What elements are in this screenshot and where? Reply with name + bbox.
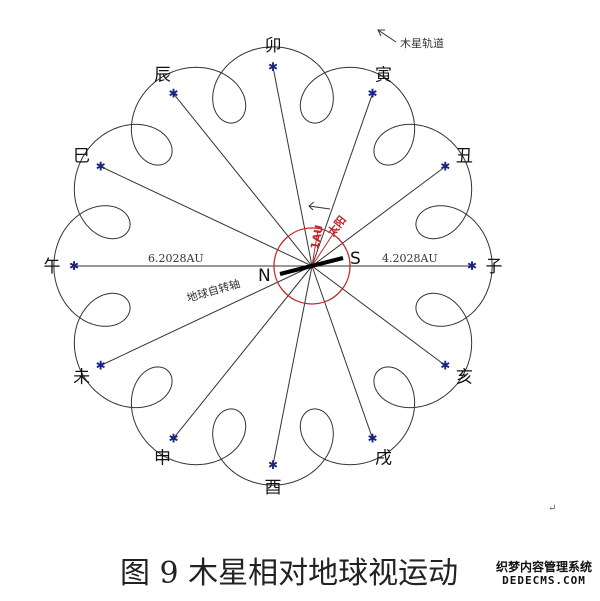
jupiter-position-star-icon: ✱ (367, 87, 377, 101)
earth-orbit-circle (273, 227, 351, 305)
branch-label: 亥 (456, 368, 473, 388)
watermark: 织梦内容管理系统 DEDECMS.COM (496, 560, 592, 588)
jupiter-position-star-icon: ✱ (168, 431, 178, 445)
branch-label: 寅 (375, 66, 392, 86)
orbit-direction-arrow (377, 29, 397, 43)
south-label: S (350, 249, 361, 269)
sightline-2 (311, 93, 373, 267)
sightline-7 (100, 265, 313, 366)
north-label: N (258, 266, 271, 286)
watermark-line2: DEDECMS.COM (502, 574, 586, 587)
jupiter-position-star-icon: ✱ (367, 431, 377, 445)
jupiter-position-star-icon: ✱ (96, 160, 106, 174)
sightline-11 (311, 265, 446, 366)
sightline-1 (311, 166, 446, 267)
earth-axis-bar (279, 256, 344, 276)
sun-label: 太阳 (324, 213, 349, 240)
au-label: 1AU (308, 224, 326, 251)
branch-label: 酉 (265, 478, 282, 498)
branch-label: 巳 (73, 147, 90, 167)
jupiter-position-star-icon: ✱ (440, 160, 450, 174)
near-distance-label: 4.2028AU (382, 252, 438, 265)
watermark-line1: 织梦内容管理系统 (496, 560, 593, 574)
branch-label: 申 (154, 448, 171, 468)
jupiter-position-star-icon: ✱ (440, 359, 450, 373)
jupiter-position-star-icon: ✱ (96, 359, 106, 373)
sightline-10 (311, 265, 373, 439)
sightline-5 (100, 166, 313, 267)
jupiter-position-star-icon: ✱ (268, 60, 278, 74)
branch-label: 午 (44, 257, 61, 277)
jupiter-position-star-icon: ✱ (168, 87, 178, 101)
sightline-9 (272, 265, 313, 466)
jupiter-position-star-icon: ✱ (467, 259, 477, 273)
far-distance-label: 6.2028AU (148, 252, 204, 265)
branch-label: 未 (73, 368, 90, 388)
jupiter-orbit-label: 木星轨道 (400, 36, 444, 50)
motion-direction-arrow (308, 201, 331, 211)
return-mark: ↵ (548, 503, 557, 514)
branch-label: 戌 (375, 448, 392, 468)
jupiter-orbit-curve (53, 46, 493, 486)
au-line (311, 229, 319, 267)
branch-label: 丑 (456, 147, 473, 167)
figure-caption: 图 9 木星相对地球视运动 (120, 556, 459, 591)
branch-label: 子 (486, 257, 503, 277)
earth-axis-label: 地球自转轴 (185, 276, 242, 305)
jupiter-position-star-icon: ✱ (69, 259, 79, 273)
branch-label: 卯 (265, 36, 282, 56)
sightline-3 (272, 66, 313, 267)
jupiter-position-star-icon: ✱ (268, 458, 278, 472)
sun-direction-line (311, 227, 338, 267)
branch-label: 辰 (154, 66, 171, 86)
sightline-8 (173, 265, 313, 439)
sightline-4 (173, 93, 313, 267)
